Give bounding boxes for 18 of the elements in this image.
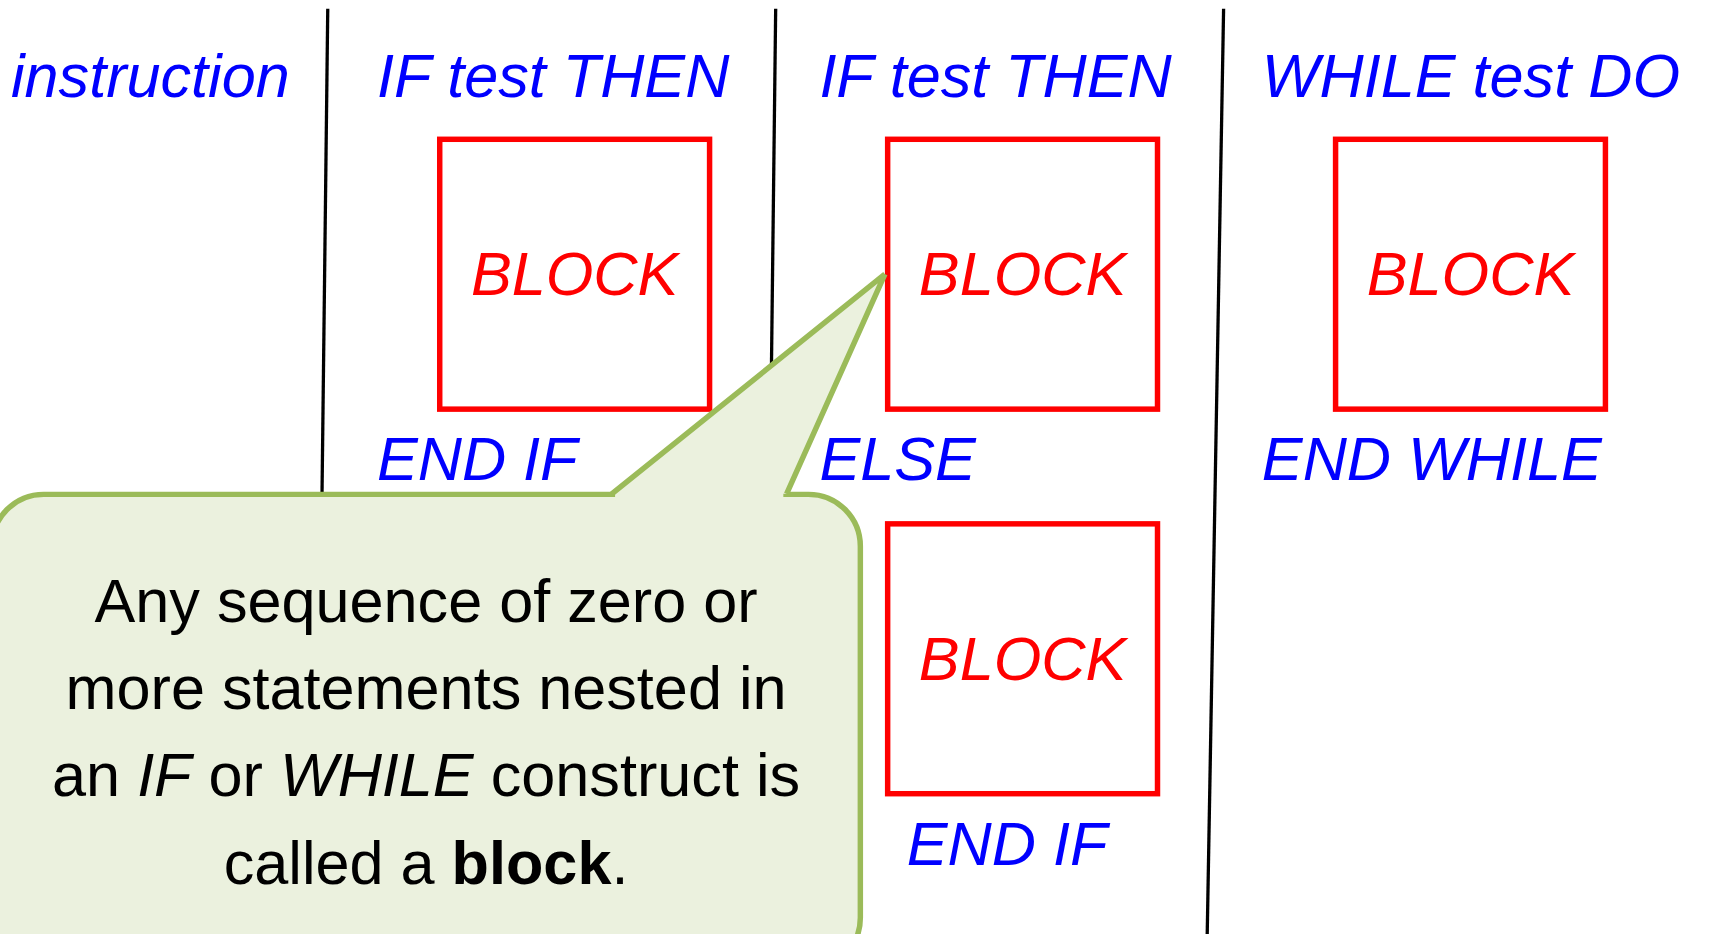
code-keyword: END IF (376, 428, 578, 490)
block-label: BLOCK (470, 243, 679, 305)
block-box (1332, 136, 1609, 412)
code-keyword: END IF (906, 813, 1108, 876)
code-keyword: ELSE (819, 428, 976, 490)
column-heading: IF test THEN (819, 45, 1172, 108)
column-heading: WHILE test DO (1261, 45, 1680, 108)
block-label: BLOCK (918, 628, 1127, 690)
block-box (437, 136, 713, 412)
column-heading: instruction (10, 45, 290, 108)
block-label: BLOCK (1366, 243, 1575, 305)
block-box (884, 521, 1161, 797)
callout-pointer (609, 271, 888, 497)
code-keyword: END WHILE (1261, 428, 1602, 490)
block-box (884, 136, 1161, 412)
column-heading: IF test THEN (376, 45, 730, 108)
callout-text: Any sequence of zero or more statements nested in an IF or WHILE construct is called a block. (51, 564, 802, 899)
block-label: BLOCK (918, 243, 1127, 305)
